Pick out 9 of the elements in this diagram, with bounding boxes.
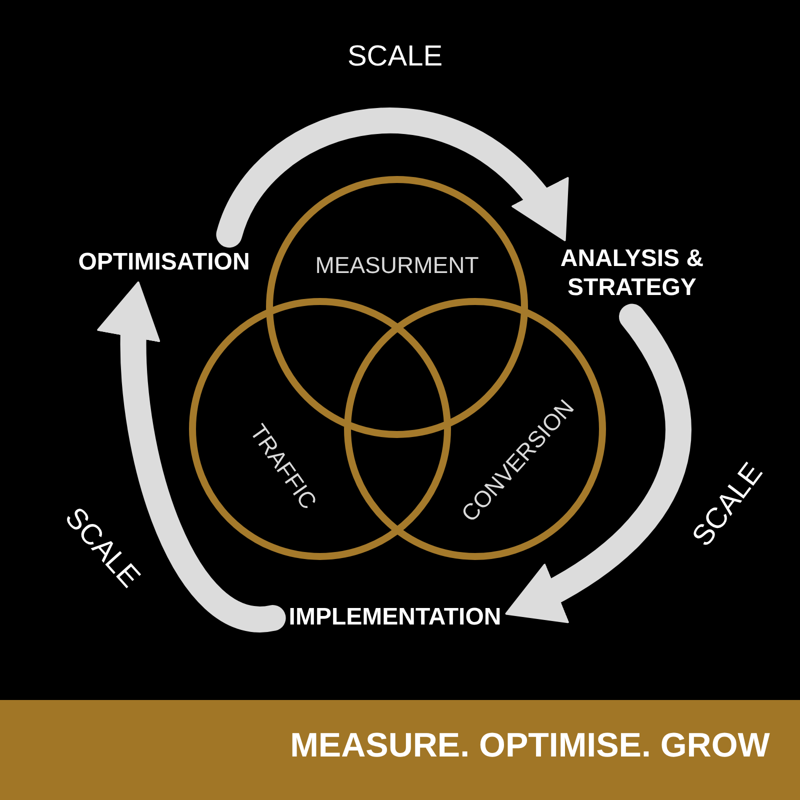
venn-circle bbox=[344, 298, 606, 560]
arrow-label: SCALE bbox=[347, 40, 443, 74]
circle-label: MEASURMENT bbox=[315, 252, 479, 280]
stage-label: OPTIMISATION bbox=[78, 248, 250, 278]
footer-band bbox=[0, 700, 800, 800]
slogan-text: MEASURE. OPTIMISE. GROW bbox=[290, 726, 770, 766]
stage-label: ANALYSIS & STRATEGY bbox=[552, 245, 712, 303]
venn-circle bbox=[189, 298, 451, 560]
stage-label: IMPLEMENTATION bbox=[288, 604, 502, 632]
